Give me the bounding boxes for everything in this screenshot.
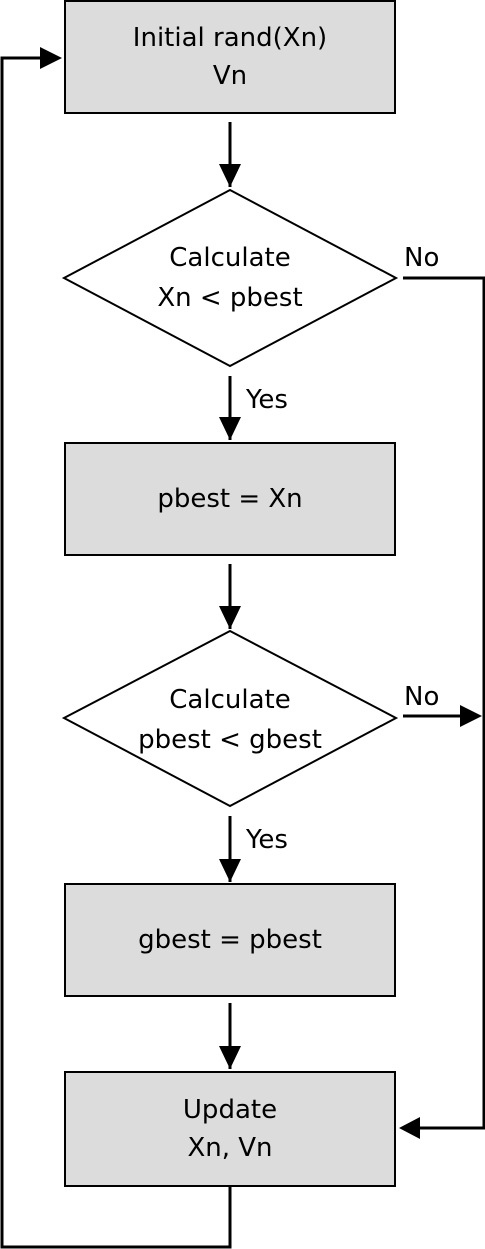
arrowhead-decision1-yes [219,417,241,440]
decision2-text: Calculate pbest < gbest [105,672,355,768]
pbest-box: pbest = Xn [64,442,396,556]
update-box: Update Xn, Vn [64,1071,396,1187]
update-line1: Update [182,1095,278,1125]
gbest-box: gbest = pbest [64,883,396,997]
update-line2: Xn, Vn [187,1133,273,1163]
arrowhead-pbest-to-decision2 [219,606,241,629]
arrowhead-decision2-no [460,705,482,727]
arrowhead-init-to-decision1 [219,164,241,187]
decision1-shape [61,188,399,368]
decision1-yes-label: Yes [246,385,288,415]
decision2-yes-label: Yes [246,825,288,855]
decision2-no-label: No [404,682,440,712]
init-box: Initial rand(Xn) Vn [64,0,396,114]
decision1-line1: Calculate [169,243,291,273]
decision1-no-label: No [404,243,440,273]
pbest-box-label: pbest = Xn [157,484,303,514]
decision2-line2: pbest < gbest [138,725,322,755]
arrow-loop-back [0,56,232,1249]
arrowhead-loop-back [40,47,62,69]
decision1-line2: Xn < pbest [157,283,303,313]
arrowhead-gbest-to-update [219,1046,241,1069]
arrow-decision1-no [403,276,485,1130]
arrowhead-decision2-yes [219,859,241,882]
gbest-box-label: gbest = pbest [138,925,322,955]
init-line2: Vn [212,61,248,91]
decision1-text: Calculate Xn < pbest [110,230,350,326]
init-line1: Initial rand(Xn) [132,23,328,53]
decision2-shape [61,629,399,808]
decision2-line1: Calculate [169,685,291,715]
arrowhead-decision1-no [399,1117,420,1139]
